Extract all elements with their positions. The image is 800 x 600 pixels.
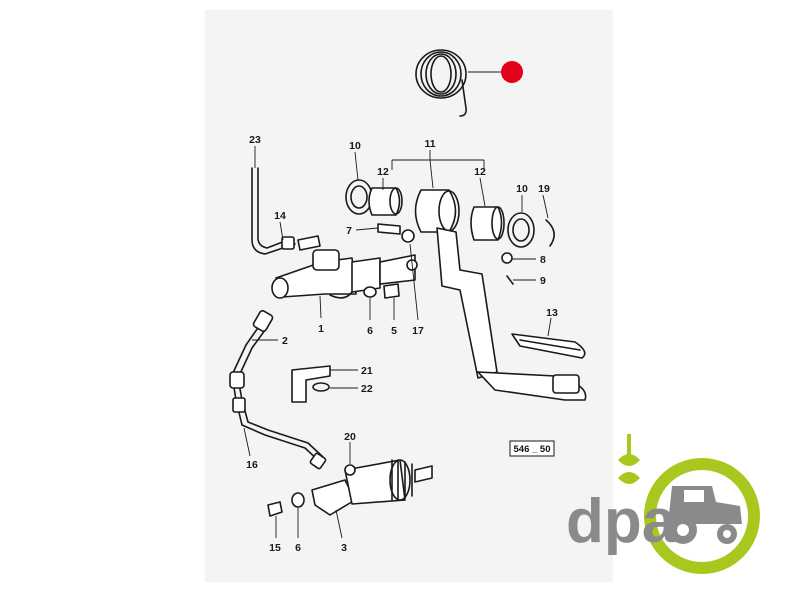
dpa-logo: dpa — [566, 434, 760, 574]
callout: 10 — [349, 140, 361, 152]
reference-code-box: 546 _ 50 — [509, 440, 555, 457]
callout: 10 — [516, 183, 528, 195]
callout: 23 — [249, 134, 261, 146]
callout: 7 — [346, 225, 352, 237]
callout: 22 — [361, 383, 373, 395]
wheat-icon — [618, 434, 640, 484]
pipe — [257, 167, 294, 249]
master-cylinder — [271, 249, 418, 299]
callout: 2 — [282, 335, 288, 347]
highlight-marker — [501, 61, 523, 83]
slave-cylinder — [267, 459, 433, 517]
logo-wordmark: dpa — [566, 487, 677, 556]
callout: 15 — [269, 542, 281, 554]
pedal-shaft-assembly — [345, 179, 555, 248]
callout: 20 — [344, 431, 356, 443]
callout: 9 — [540, 275, 546, 287]
callout: 5 — [391, 325, 397, 337]
callout-labels: 23 14 10 12 11 12 10 19 7 8 9 13 1 6 5 1… — [246, 134, 558, 554]
callout: 6 — [295, 542, 301, 554]
pipe — [251, 167, 296, 255]
clutch-pedal — [436, 227, 587, 401]
callout: 17 — [412, 325, 424, 337]
reference-code: 546 _ 50 — [514, 444, 551, 455]
callout: 13 — [546, 307, 558, 319]
callout: 11 — [424, 138, 435, 150]
return-spring — [415, 49, 467, 117]
callout: 16 — [246, 459, 258, 471]
callout: 21 — [361, 365, 373, 377]
callout: 1 — [318, 323, 324, 335]
callout: 12 — [474, 166, 486, 178]
leader-lines — [243, 146, 552, 539]
callout: 3 — [341, 542, 347, 554]
callout: 6 — [367, 325, 373, 337]
tractor-gear-logo — [644, 458, 760, 574]
callout: 12 — [377, 166, 389, 178]
callout: 8 — [540, 254, 546, 266]
callout: 14 — [274, 210, 286, 222]
callout: 19 — [538, 183, 550, 195]
